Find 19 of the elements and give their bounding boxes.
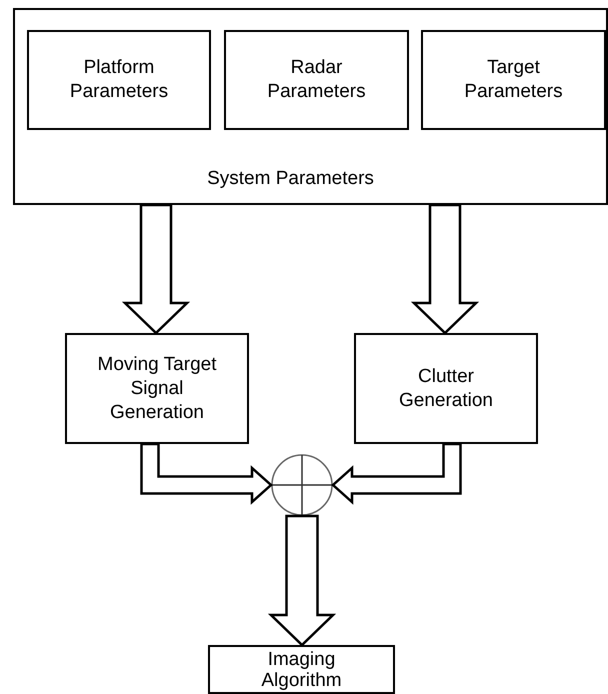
box-label: Clutter Generation xyxy=(398,364,494,412)
block-arrow xyxy=(268,514,336,647)
box-label: Platform Parameters xyxy=(68,56,170,104)
process-box xyxy=(224,30,409,130)
block-arrow xyxy=(410,204,480,335)
process-box xyxy=(421,30,606,130)
process-box xyxy=(27,30,211,130)
block-arrow xyxy=(122,204,190,335)
box-label: Imaging Algorithm xyxy=(260,648,343,690)
box-label: Radar Parameters xyxy=(266,56,367,104)
block-arrow xyxy=(331,442,462,505)
block-arrow xyxy=(140,442,273,505)
group-box xyxy=(13,8,608,205)
process-box xyxy=(354,333,538,444)
group-title: System Parameters xyxy=(207,167,374,191)
box-label: Moving Target Signal Generation xyxy=(96,352,218,424)
process-box xyxy=(65,333,249,444)
process-box xyxy=(208,645,395,694)
box-label: Target Parameters xyxy=(463,56,564,104)
